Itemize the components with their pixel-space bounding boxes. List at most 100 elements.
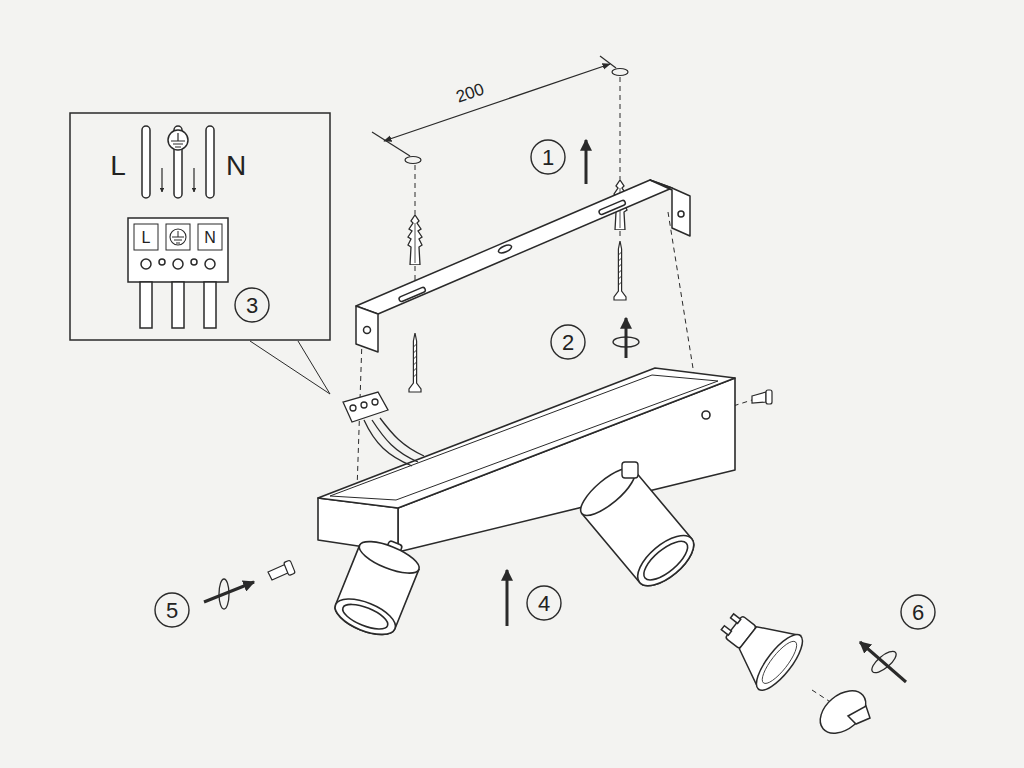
canopy: [318, 368, 735, 508]
left-spot: [355, 535, 423, 579]
wiring-inset: [161, 168, 162, 192]
step-arrows: [585, 140, 588, 184]
wire-letter: N: [226, 152, 246, 180]
fixing-screws: [614, 241, 626, 300]
dimension: [372, 132, 410, 156]
wiring-inset: [140, 282, 152, 328]
mounting-bracket: [356, 180, 690, 352]
callout-circles: [901, 595, 935, 629]
mounting-bracket: [364, 327, 371, 334]
callout-circles: [155, 140, 935, 629]
terminal-letter: L: [142, 230, 151, 246]
callout-number: 4: [538, 593, 550, 615]
right-spot: [574, 461, 702, 595]
left-spot: [340, 599, 391, 634]
wiring-inset: [173, 259, 183, 269]
dimension: [612, 69, 628, 76]
fixing-screws: [409, 241, 626, 392]
wiring-inset: [193, 168, 194, 192]
gu10-bulb: [731, 614, 741, 623]
wiring-inset: [206, 126, 214, 198]
mounting-bracket: [678, 211, 684, 217]
glass-cover: [812, 682, 874, 741]
wiring-inset: [168, 130, 188, 150]
callout-number: 3: [246, 295, 258, 317]
guide-lines: [415, 165, 416, 215]
step-arrows: [625, 318, 628, 358]
terminal-block: [343, 392, 424, 466]
step-arrows: [613, 337, 639, 347]
wiring-inset: [70, 113, 330, 394]
step-arrows: [219, 579, 229, 609]
callout-circles: [551, 325, 585, 359]
glass-cover: [848, 706, 870, 724]
mounting-bracket: [356, 180, 672, 314]
callout-circles: [235, 288, 269, 322]
right-knob: [622, 462, 638, 478]
gu10-bulb: [707, 595, 810, 697]
mounting-bracket: [598, 200, 626, 216]
step-arrows: [860, 642, 906, 682]
wiring-inset: [166, 224, 190, 250]
right-spot: [638, 535, 694, 587]
gu10-bulb: [749, 628, 810, 696]
dimension: [600, 56, 616, 68]
side-screw: [752, 392, 766, 403]
guide-lines: [620, 231, 621, 240]
left-spot: [330, 531, 425, 642]
mounting-bracket: [497, 244, 512, 255]
wire-letter: L: [110, 152, 126, 180]
wiring-inset: [134, 224, 158, 250]
dimension-value: 200: [454, 80, 486, 105]
terminal-letter: N: [204, 230, 216, 246]
callout-number: 5: [166, 600, 178, 622]
step-arrows: [204, 140, 906, 682]
callout-number: 6: [912, 602, 924, 624]
terminal-block: [361, 402, 367, 408]
mounting-bracket: [398, 287, 426, 303]
callout-circles: [527, 586, 561, 620]
wiring-inset: [204, 282, 216, 328]
terminal-block: [350, 405, 356, 411]
wiring-inset: [198, 224, 222, 250]
wiring-inset: [159, 259, 165, 265]
glass-cover: [812, 682, 874, 741]
terminal-block: [372, 399, 378, 405]
step-arrows: [869, 648, 900, 676]
callout-circles: [155, 593, 189, 627]
wall-plugs: [408, 215, 422, 265]
dimension: [372, 56, 628, 164]
callout-circles: [531, 140, 565, 174]
wiring-inset: [128, 218, 228, 282]
wiring-inset: [142, 126, 150, 198]
right-knob: [622, 462, 638, 478]
callout-number: 1: [542, 147, 554, 169]
right-spot: [574, 461, 642, 523]
wiring-inset: [205, 259, 215, 269]
left-grub-screw: [284, 560, 296, 576]
wiring-inset: [171, 133, 185, 147]
callout-number: 2: [562, 332, 574, 354]
canopy: [702, 411, 710, 419]
mounting-bracket: [650, 180, 690, 236]
wiring-inset: [70, 113, 330, 340]
wiring-inset: [172, 282, 184, 328]
fixing-screws: [409, 333, 421, 392]
left-spot: [330, 592, 400, 642]
wiring-inset: [170, 229, 186, 245]
wiring-inset: [172, 231, 184, 243]
dimension: [384, 64, 610, 141]
guide-lines: [620, 77, 621, 180]
left-grub-screw: [268, 560, 295, 580]
gu10-bulb: [757, 637, 802, 688]
mounting-bracket: [356, 306, 378, 352]
terminal-block: [364, 418, 424, 466]
wiring-inset: [250, 341, 330, 394]
side-screw: [752, 390, 772, 404]
terminal-block: [343, 392, 388, 422]
wiring-inset: [141, 259, 151, 269]
step-arrows: [506, 570, 509, 626]
wiring-inset: [191, 259, 197, 265]
dimension: [405, 157, 421, 164]
